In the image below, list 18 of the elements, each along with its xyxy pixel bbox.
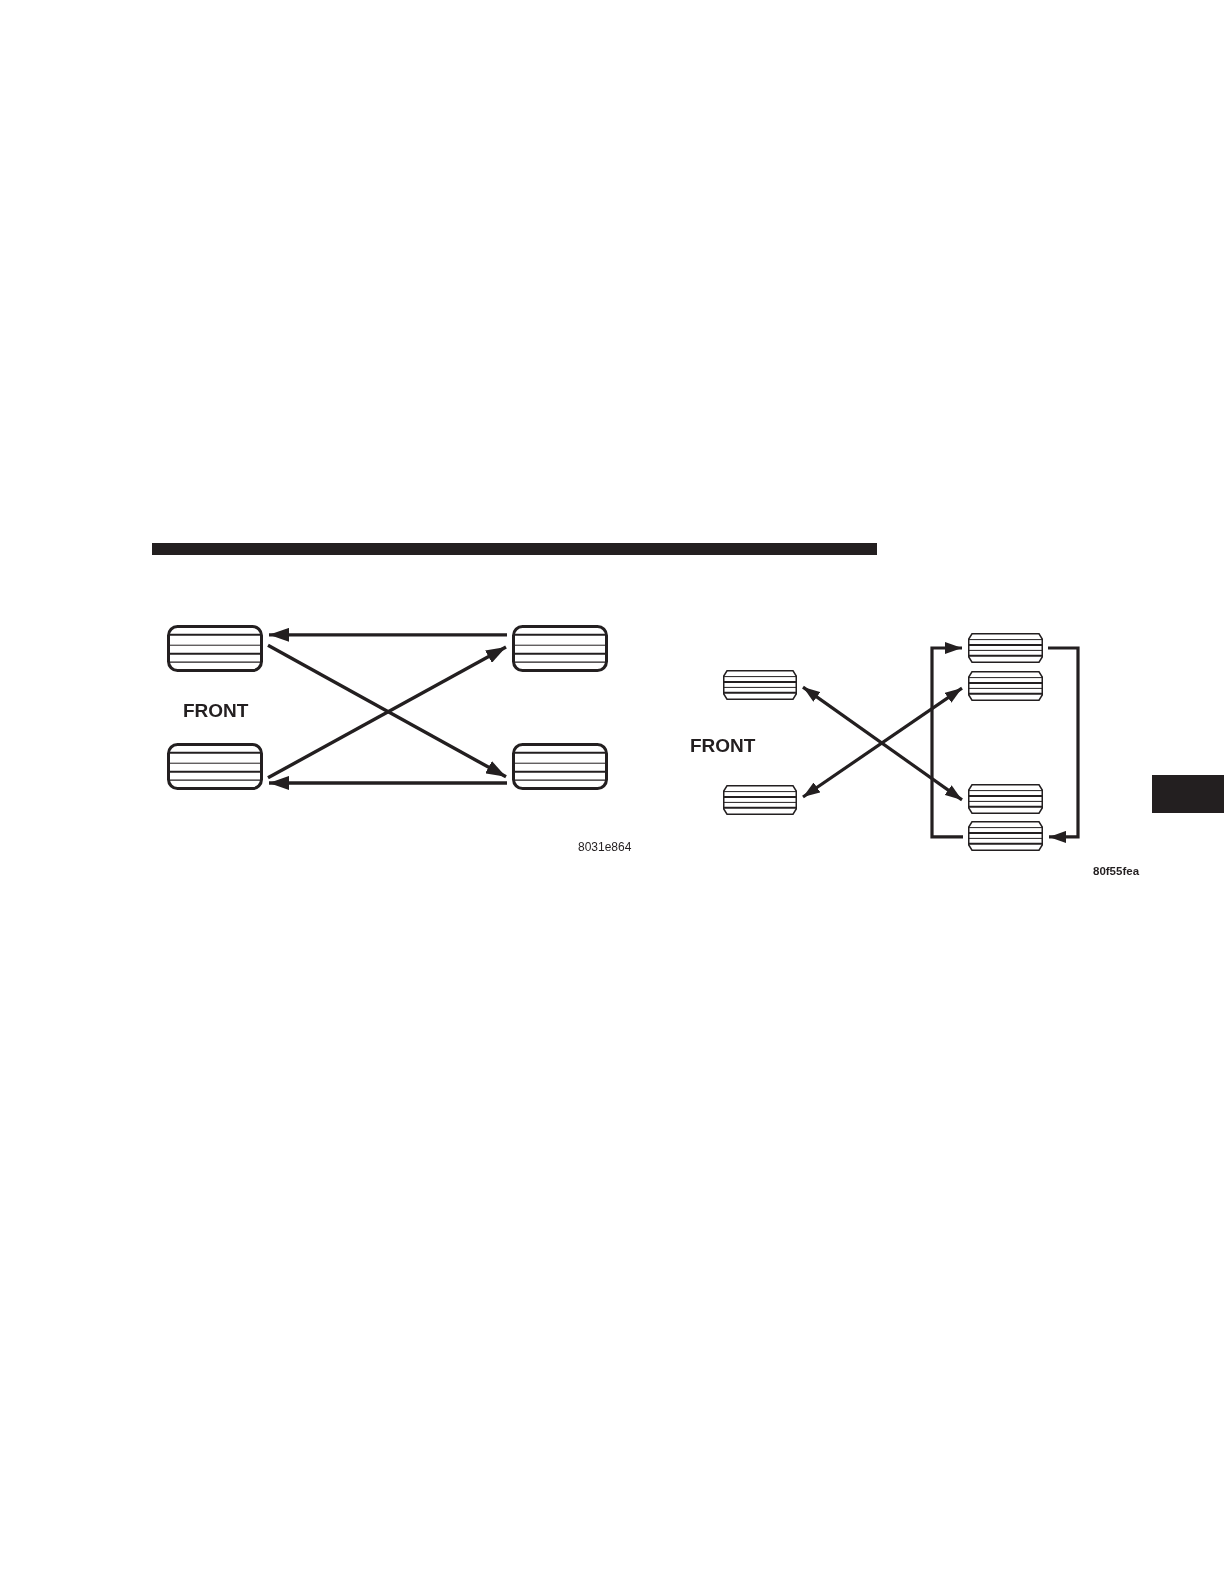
arrow	[1048, 646, 1080, 843]
tire-icon	[167, 625, 263, 672]
figure-code: 80f55fea	[1093, 865, 1140, 877]
tire-icon	[167, 743, 263, 790]
tire-icon	[968, 671, 1043, 701]
tire-icon	[723, 785, 797, 815]
front-label: FRONT	[690, 735, 756, 755]
tire-icon	[512, 625, 608, 672]
front-label: FRONT	[183, 700, 249, 720]
arrow	[269, 775, 507, 790]
figure-code: 8031e864	[578, 841, 632, 853]
tire-icon	[968, 633, 1043, 663]
tire-icon	[968, 784, 1043, 814]
arrow	[930, 642, 963, 839]
arrow	[269, 627, 507, 642]
tire-icon	[968, 821, 1043, 851]
tire-icon	[723, 670, 797, 700]
tire-icon	[512, 743, 608, 790]
